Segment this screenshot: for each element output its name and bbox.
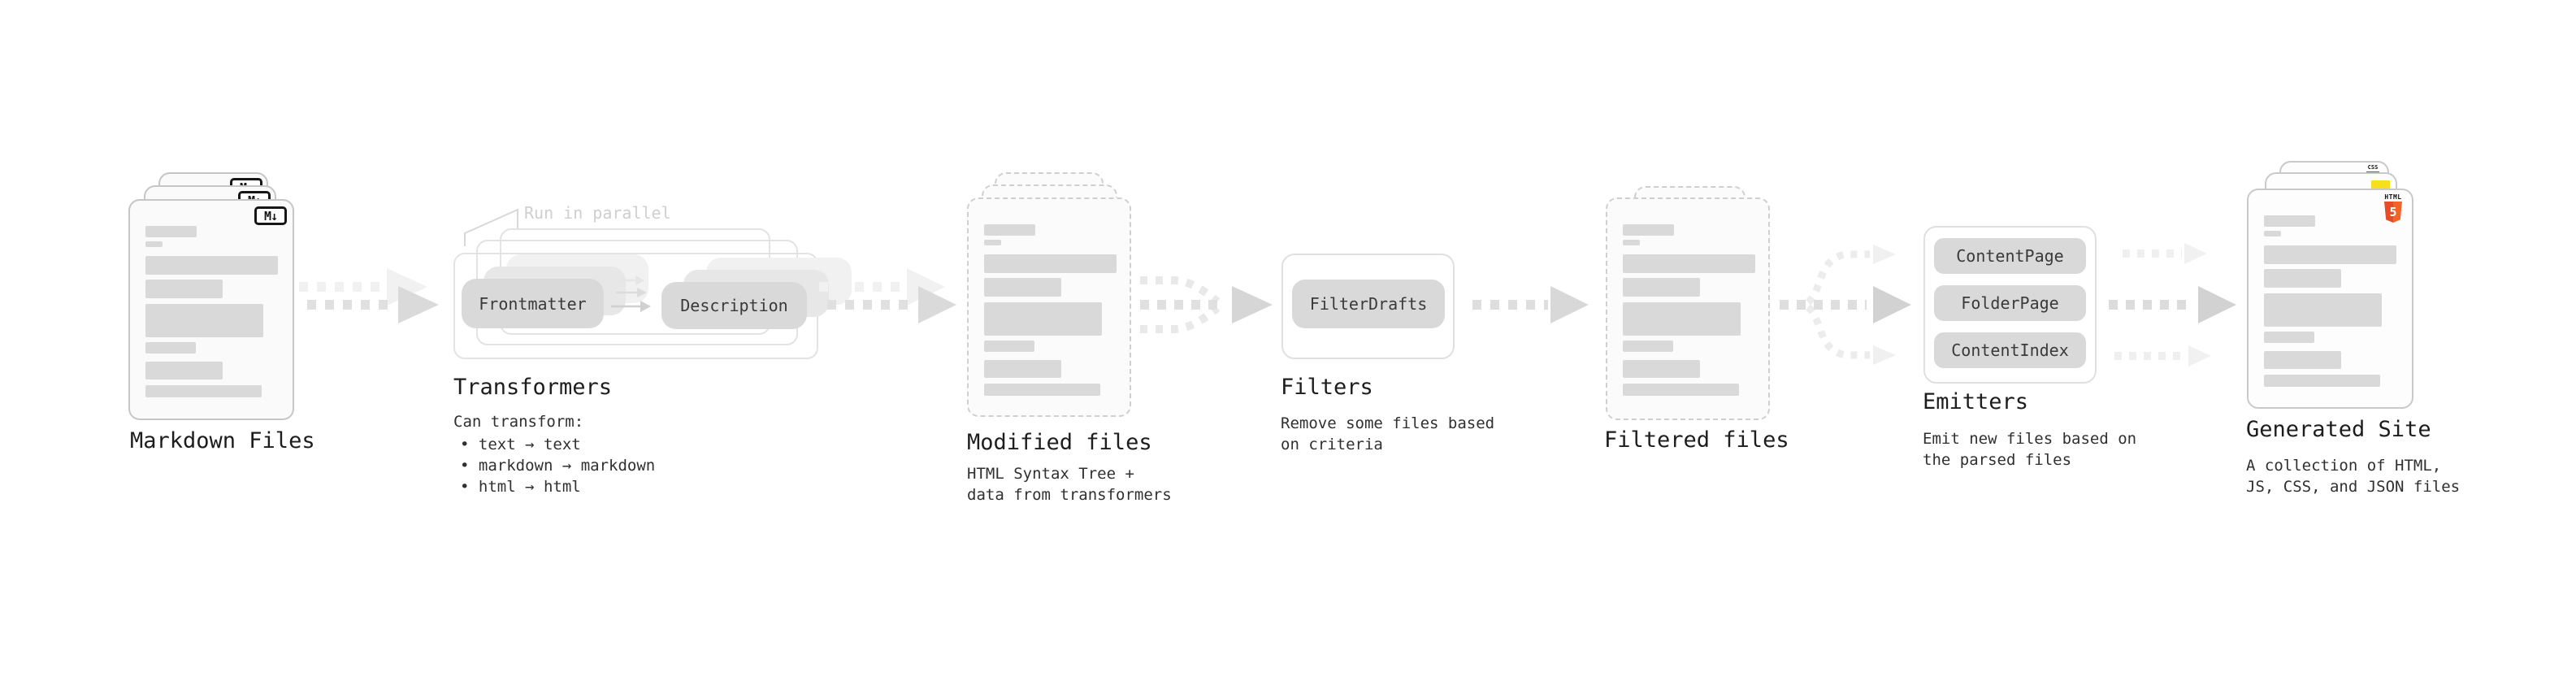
text-placeholder-bar — [1623, 384, 1739, 396]
generated-site-title: Generated Site — [2246, 417, 2431, 442]
text-placeholder-bar — [984, 302, 1102, 336]
text-placeholder-bar — [2264, 269, 2341, 288]
text-placeholder-bar — [2264, 245, 2396, 264]
run-in-parallel-note: Run in parallel — [524, 203, 671, 223]
text-placeholder-bar — [1623, 360, 1700, 378]
text-placeholder-bar — [984, 254, 1117, 273]
filtered-files-title: Filtered files — [1604, 427, 1789, 453]
emitters-subtitle: Emit new files based on the parsed files — [1923, 428, 2136, 471]
arrow-transformers-to-modified — [819, 268, 956, 323]
html5-icon-label: HTML — [2384, 193, 2402, 201]
js-icon — [2371, 180, 2390, 190]
subtitle-line: Emit new files based on — [1923, 430, 2137, 448]
html5-shield: 5 — [2384, 202, 2402, 223]
text-placeholder-bar — [2264, 293, 2382, 327]
arrow-emitters-to-site — [2109, 243, 2236, 367]
text-placeholder-bar — [145, 241, 163, 247]
text-placeholder-bar — [1623, 278, 1700, 297]
text-placeholder-bar — [2264, 351, 2341, 369]
filters-title: Filters — [1281, 375, 1373, 400]
subtitle-line: data from transformers — [967, 486, 1172, 504]
filtered-doc-front — [1606, 197, 1770, 420]
contentindex-pill: ContentIndex — [1934, 332, 2086, 368]
generated-site-subtitle: A collection of HTML, JS, CSS, and JSON … — [2246, 455, 2460, 497]
arrow-ghost — [819, 268, 945, 306]
modified-doc-front — [967, 197, 1131, 417]
text-placeholder-bar — [1623, 340, 1673, 352]
text-placeholder-bar — [2264, 215, 2315, 227]
text-placeholder-bar — [2264, 375, 2380, 387]
text-placeholder-bar — [984, 340, 1034, 352]
arrow-filters-to-filtered — [1472, 286, 1589, 323]
folderpage-pill: FolderPage — [1934, 285, 2086, 321]
text-placeholder-bar — [1623, 302, 1741, 336]
text-placeholder-bar — [145, 280, 223, 298]
frontmatter-pill: Frontmatter — [462, 279, 604, 328]
modified-files-title: Modified files — [967, 430, 1152, 455]
markdown-files-title: Markdown Files — [130, 428, 315, 453]
subtitle-line: JS, CSS, and JSON files — [2246, 478, 2461, 496]
subtitle-line: the parsed files — [1923, 451, 2072, 469]
text-placeholder-bar — [1623, 240, 1640, 245]
text-placeholder-bar — [1623, 224, 1674, 236]
text-placeholder-bar — [984, 360, 1061, 378]
text-placeholder-bar — [145, 304, 263, 337]
text-placeholder-bar — [145, 342, 196, 354]
html5-icon: HTML 5 — [2383, 194, 2403, 223]
transformers-subtitle: Can transform: — [453, 413, 584, 431]
transformers-title: Transformers — [453, 375, 613, 400]
text-placeholder-bar — [984, 278, 1061, 297]
markdown-doc-front: M↓ — [128, 199, 294, 420]
html5-number: 5 — [2389, 205, 2397, 219]
arrow-modified-to-filters — [1140, 276, 1273, 333]
text-placeholder-bar — [984, 224, 1035, 236]
text-placeholder-bar — [1623, 254, 1755, 273]
run-in-parallel-leader-line — [464, 208, 518, 246]
text-placeholder-bar — [145, 362, 223, 380]
css-icon-label: CSS — [2367, 164, 2379, 171]
description-pill: Description — [661, 282, 807, 329]
arrow-markdown-to-transformers — [299, 268, 439, 323]
text-placeholder-bar — [984, 384, 1100, 396]
markdown-icon: M↓ — [254, 206, 287, 225]
site-doc-front: HTML 5 — [2247, 189, 2413, 409]
text-placeholder-bar — [145, 256, 278, 275]
emitters-title: Emitters — [1923, 389, 2029, 414]
contentpage-pill: ContentPage — [1934, 238, 2086, 274]
bullet-item: • text → text — [460, 436, 581, 453]
modified-files-subtitle: HTML Syntax Tree + data from transformer… — [967, 463, 1172, 505]
text-placeholder-bar — [2264, 332, 2314, 343]
subtitle-line: on criteria — [1281, 436, 1383, 453]
bullet-item: • html → html — [460, 478, 581, 496]
subtitle-line: A collection of HTML, — [2246, 457, 2442, 475]
transformers-bullet-list: • text → text • markdown → markdown • ht… — [460, 434, 655, 497]
text-placeholder-bar — [2264, 231, 2281, 236]
arrow-filtered-to-emitters — [1780, 245, 1911, 365]
bullet-item: • markdown → markdown — [460, 457, 656, 475]
arrow-ghost — [299, 268, 427, 306]
filterdrafts-pill: FilterDrafts — [1292, 280, 1445, 328]
text-placeholder-bar — [145, 226, 197, 237]
text-placeholder-bar — [984, 240, 1001, 245]
subtitle-line: HTML Syntax Tree + — [967, 465, 1134, 483]
filters-subtitle: Remove some files based on criteria — [1281, 413, 1494, 455]
parallel-mini-arrows — [611, 275, 651, 312]
text-placeholder-bar — [145, 385, 262, 397]
subtitle-line: Remove some files based — [1281, 414, 1495, 432]
